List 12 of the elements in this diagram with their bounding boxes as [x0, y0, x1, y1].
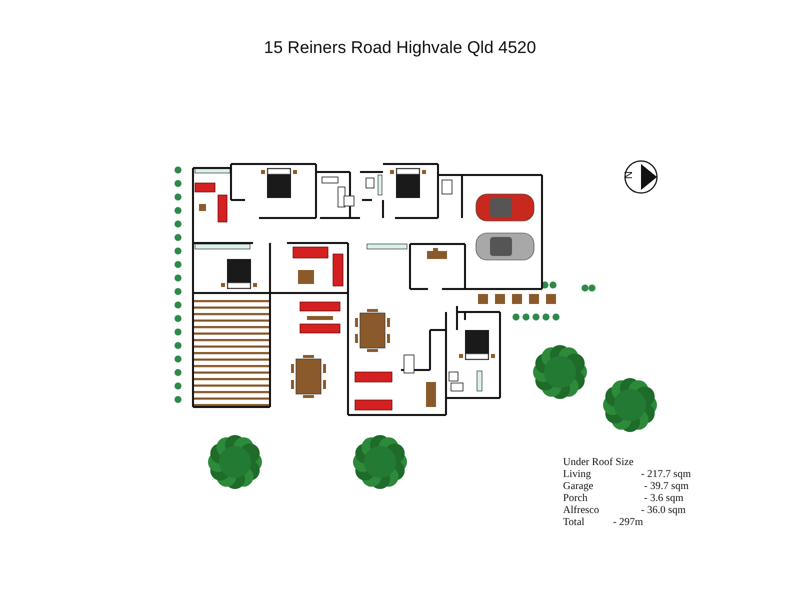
area-value: - 39.7 sqm: [644, 481, 689, 493]
area-value: - 3.6 sqm: [644, 493, 684, 505]
area-name: Total: [563, 517, 584, 529]
area-name: Living: [563, 469, 591, 481]
area-name: Porch: [563, 493, 588, 505]
plan-title: 15 Reiners Road Highvale Qld 4520: [264, 38, 536, 57]
area-value: - 297m: [613, 517, 644, 529]
area-value: - 217.7 sqm: [641, 469, 691, 481]
area-name: Alfresco: [563, 505, 600, 517]
area-value: - 36.0 sqm: [641, 505, 686, 517]
table-heading: Under Roof Size: [563, 457, 634, 469]
area-name: Garage: [563, 481, 594, 493]
